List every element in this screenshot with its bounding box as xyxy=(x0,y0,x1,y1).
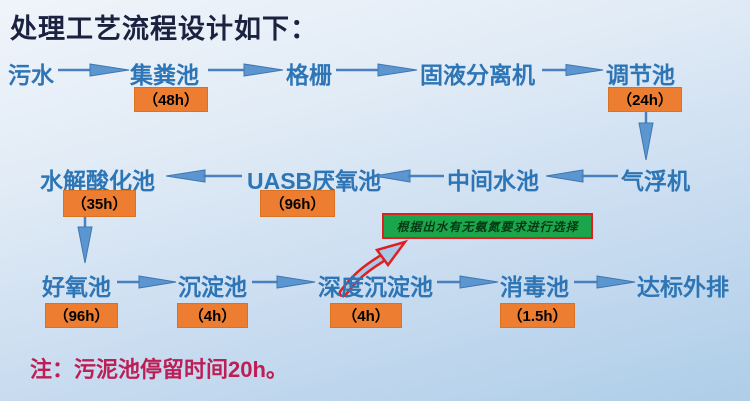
node-deep-sedimentation-tank: 深度沉淀池 xyxy=(318,274,433,300)
arrow-right-icon xyxy=(252,275,316,289)
duration-badge: （24h） xyxy=(608,87,682,112)
arrow-down-icon xyxy=(638,112,654,161)
callout-arrow-icon xyxy=(338,239,409,297)
node-manure-collection-tank: 集粪池 xyxy=(130,62,199,88)
node-uasb-anaerobic-tank: UASB厌氧池 xyxy=(247,168,382,194)
arrow-left-icon xyxy=(546,169,618,183)
arrow-right-icon xyxy=(542,63,604,77)
arrow-down-icon xyxy=(77,217,93,264)
node-grille: 格栅 xyxy=(286,62,332,88)
duration-badge: （48h） xyxy=(134,87,208,112)
arrow-right-icon xyxy=(336,63,418,77)
arrow-right-icon xyxy=(117,275,177,289)
node-hydrolysis-acidification-tank: 水解酸化池 xyxy=(40,168,155,194)
duration-badge: （4h） xyxy=(330,303,402,328)
annotation-text: 根据出水有无氨氮要求进行选择 xyxy=(396,219,579,234)
duration-badge: （4h） xyxy=(177,303,248,328)
arrow-right-icon xyxy=(208,63,284,77)
duration-badge: （35h） xyxy=(63,190,136,217)
node-sewage: 污水 xyxy=(8,62,54,88)
annotation-box: 根据出水有无氨氮要求进行选择 xyxy=(382,213,593,239)
node-sedimentation-tank: 沉淀池 xyxy=(178,274,247,300)
arrow-left-icon xyxy=(374,169,444,183)
node-solid-liquid-separator: 固液分离机 xyxy=(420,62,535,88)
note-text: 注：污泥池停留时间20h。 xyxy=(30,357,288,382)
node-intermediate-tank: 中间水池 xyxy=(447,168,539,194)
node-aerobic-tank: 好氧池 xyxy=(42,274,111,300)
node-standard-discharge: 达标外排 xyxy=(637,274,729,300)
node-disinfection-tank: 消毒池 xyxy=(500,274,569,300)
duration-badge: （96h） xyxy=(260,190,335,217)
arrow-left-icon xyxy=(166,169,242,183)
arrow-right-icon xyxy=(574,275,636,289)
duration-badge: （1.5h） xyxy=(500,303,575,328)
page-title: 处理工艺流程设计如下： xyxy=(10,14,318,44)
node-air-flotation-machine: 气浮机 xyxy=(621,168,690,194)
node-regulating-tank: 调节池 xyxy=(606,62,675,88)
arrow-right-icon xyxy=(437,275,499,289)
duration-badge: （96h） xyxy=(45,303,118,328)
arrow-right-icon xyxy=(58,63,130,77)
